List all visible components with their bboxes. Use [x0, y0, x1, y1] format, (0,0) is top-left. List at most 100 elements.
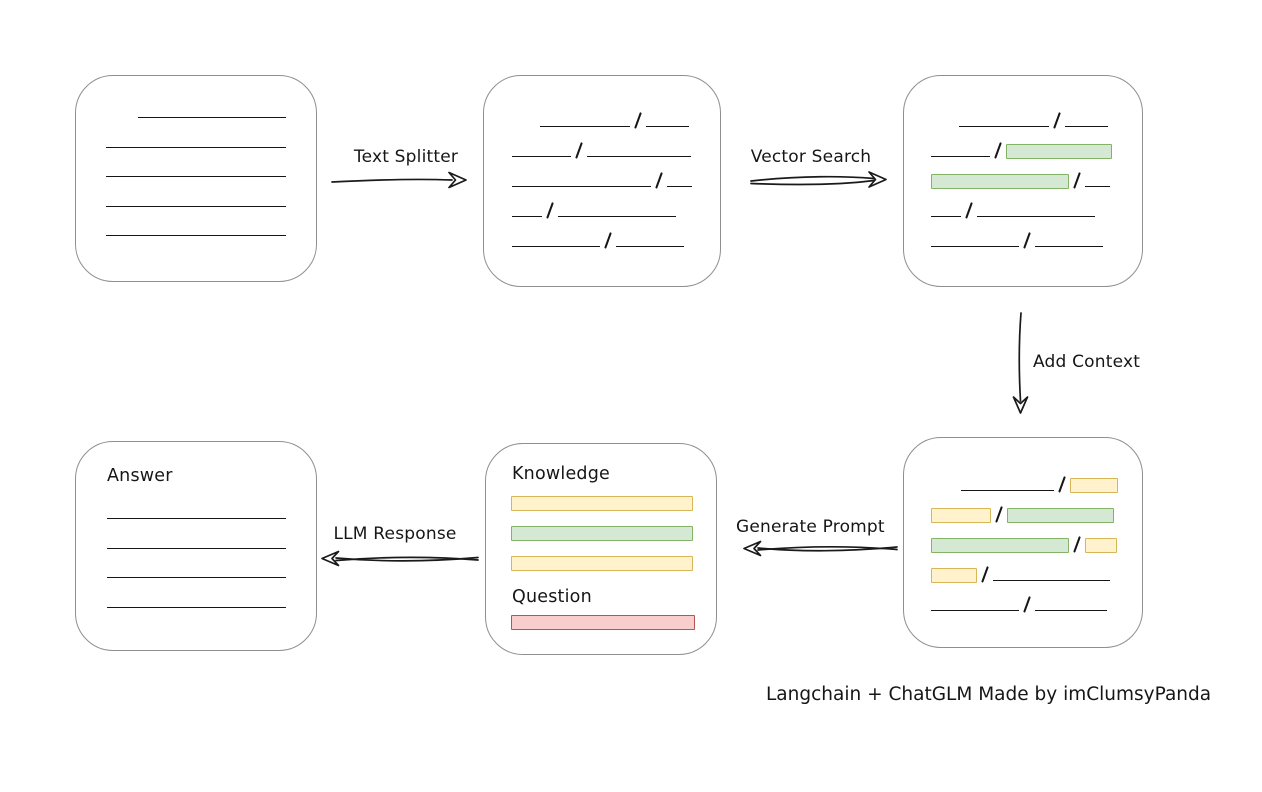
- chunk-row: [512, 172, 720, 189]
- green-chunk: [1007, 507, 1115, 523]
- slash-separator: [981, 566, 990, 583]
- slash-separator: [1053, 112, 1062, 129]
- text-line: [1065, 126, 1109, 127]
- chunk-row: [107, 563, 316, 580]
- document-lines: [76, 76, 316, 238]
- green-chunk: [931, 537, 1069, 553]
- slash-separator: [1023, 232, 1032, 249]
- slash-separator: [1073, 536, 1082, 553]
- text-line: [977, 216, 1096, 217]
- text-line: [558, 216, 677, 217]
- answer-lines: [76, 486, 316, 610]
- text-line: [512, 216, 542, 217]
- vector-search-arrow: [750, 171, 887, 188]
- vector-search-label: Vector Search: [750, 147, 872, 167]
- generate-prompt-arrow: [743, 540, 898, 557]
- green-chunk: [511, 525, 693, 541]
- chunk-row: [106, 221, 316, 238]
- text-line: [1035, 246, 1104, 247]
- yellow-chunk: [931, 507, 991, 523]
- green-chunk: [931, 173, 1069, 189]
- slash-separator: [965, 202, 974, 219]
- text-splitter-label: Text Splitter: [353, 147, 459, 167]
- chunk-row: [931, 202, 1142, 219]
- chunk-row: [961, 476, 1142, 493]
- chunk-row: [959, 112, 1142, 129]
- caption: Langchain + ChatGLM Made by imClumsyPand…: [766, 684, 1212, 705]
- text-line: [512, 246, 600, 247]
- text-line: [587, 156, 692, 157]
- text-line: [931, 216, 961, 217]
- text-line: [512, 186, 651, 187]
- slash-separator: [1073, 172, 1082, 189]
- split-chunk-rows: [484, 76, 720, 249]
- chunk-row: [138, 103, 316, 120]
- text-line: [931, 156, 990, 157]
- red-chunk: [511, 614, 695, 630]
- slash-separator: [994, 142, 1003, 159]
- llm-response-label: LLM Response: [333, 524, 457, 544]
- text-line: [106, 176, 286, 177]
- text-line: [106, 235, 286, 236]
- yellow-chunk: [511, 495, 693, 511]
- text-line: [616, 246, 685, 247]
- slash-separator: [604, 232, 613, 249]
- chunk-row: [931, 506, 1142, 523]
- context-chunks-node: [903, 437, 1143, 648]
- document-node: [75, 75, 317, 282]
- chunk-row: [511, 554, 716, 571]
- answer-label: Answer: [107, 466, 173, 486]
- chunk-row: [107, 593, 316, 610]
- text-line: [106, 146, 286, 148]
- slash-separator: [995, 506, 1004, 523]
- chunk-row: [931, 232, 1142, 249]
- chunk-row: [106, 162, 316, 179]
- answer-node: Answer: [75, 441, 317, 651]
- slash-separator: [1058, 476, 1067, 493]
- text-line: [512, 156, 571, 157]
- knowledge-bars: [486, 484, 716, 571]
- prompt-node: Knowledge Question: [485, 443, 717, 655]
- add-context-label: Add Context: [1033, 352, 1141, 372]
- question-bar: [486, 607, 716, 630]
- slash-separator: [546, 202, 555, 219]
- slash-separator: [634, 112, 643, 129]
- chunk-row: [540, 112, 720, 129]
- text-line: [107, 577, 286, 578]
- chunk-row: [511, 524, 716, 541]
- text-line: [993, 580, 1111, 581]
- text-line: [667, 186, 693, 187]
- slash-separator: [575, 142, 584, 159]
- text-line: [646, 126, 690, 127]
- chunk-row: [931, 172, 1142, 189]
- chunk-row: [931, 596, 1142, 613]
- chunk-row: [106, 192, 316, 209]
- chunk-row: [512, 202, 720, 219]
- text-line: [106, 205, 286, 207]
- yellow-chunk: [511, 555, 693, 571]
- text-line: [959, 126, 1049, 127]
- generate-prompt-label: Generate Prompt: [736, 517, 885, 537]
- chunk-row: [106, 133, 316, 150]
- chunk-row: [512, 142, 720, 159]
- text-line: [961, 490, 1054, 491]
- text-line: [540, 126, 630, 127]
- yellow-chunk: [1070, 477, 1119, 493]
- slash-separator: [1023, 596, 1032, 613]
- slash-separator: [655, 172, 664, 189]
- green-chunk: [1006, 143, 1113, 159]
- text-line: [107, 547, 286, 549]
- llm-response-arrow: [321, 550, 479, 567]
- vector-matches-node: [903, 75, 1143, 287]
- yellow-chunk: [1085, 537, 1118, 553]
- chunk-row: [107, 504, 316, 521]
- text-splitter-arrow: [331, 171, 467, 189]
- text-line: [138, 117, 286, 118]
- text-line: [931, 246, 1019, 247]
- chunk-row: [931, 536, 1142, 553]
- yellow-chunk: [931, 567, 977, 583]
- vector-match-rows: [904, 76, 1142, 249]
- text-line: [107, 518, 286, 519]
- chunk-row: [931, 566, 1142, 583]
